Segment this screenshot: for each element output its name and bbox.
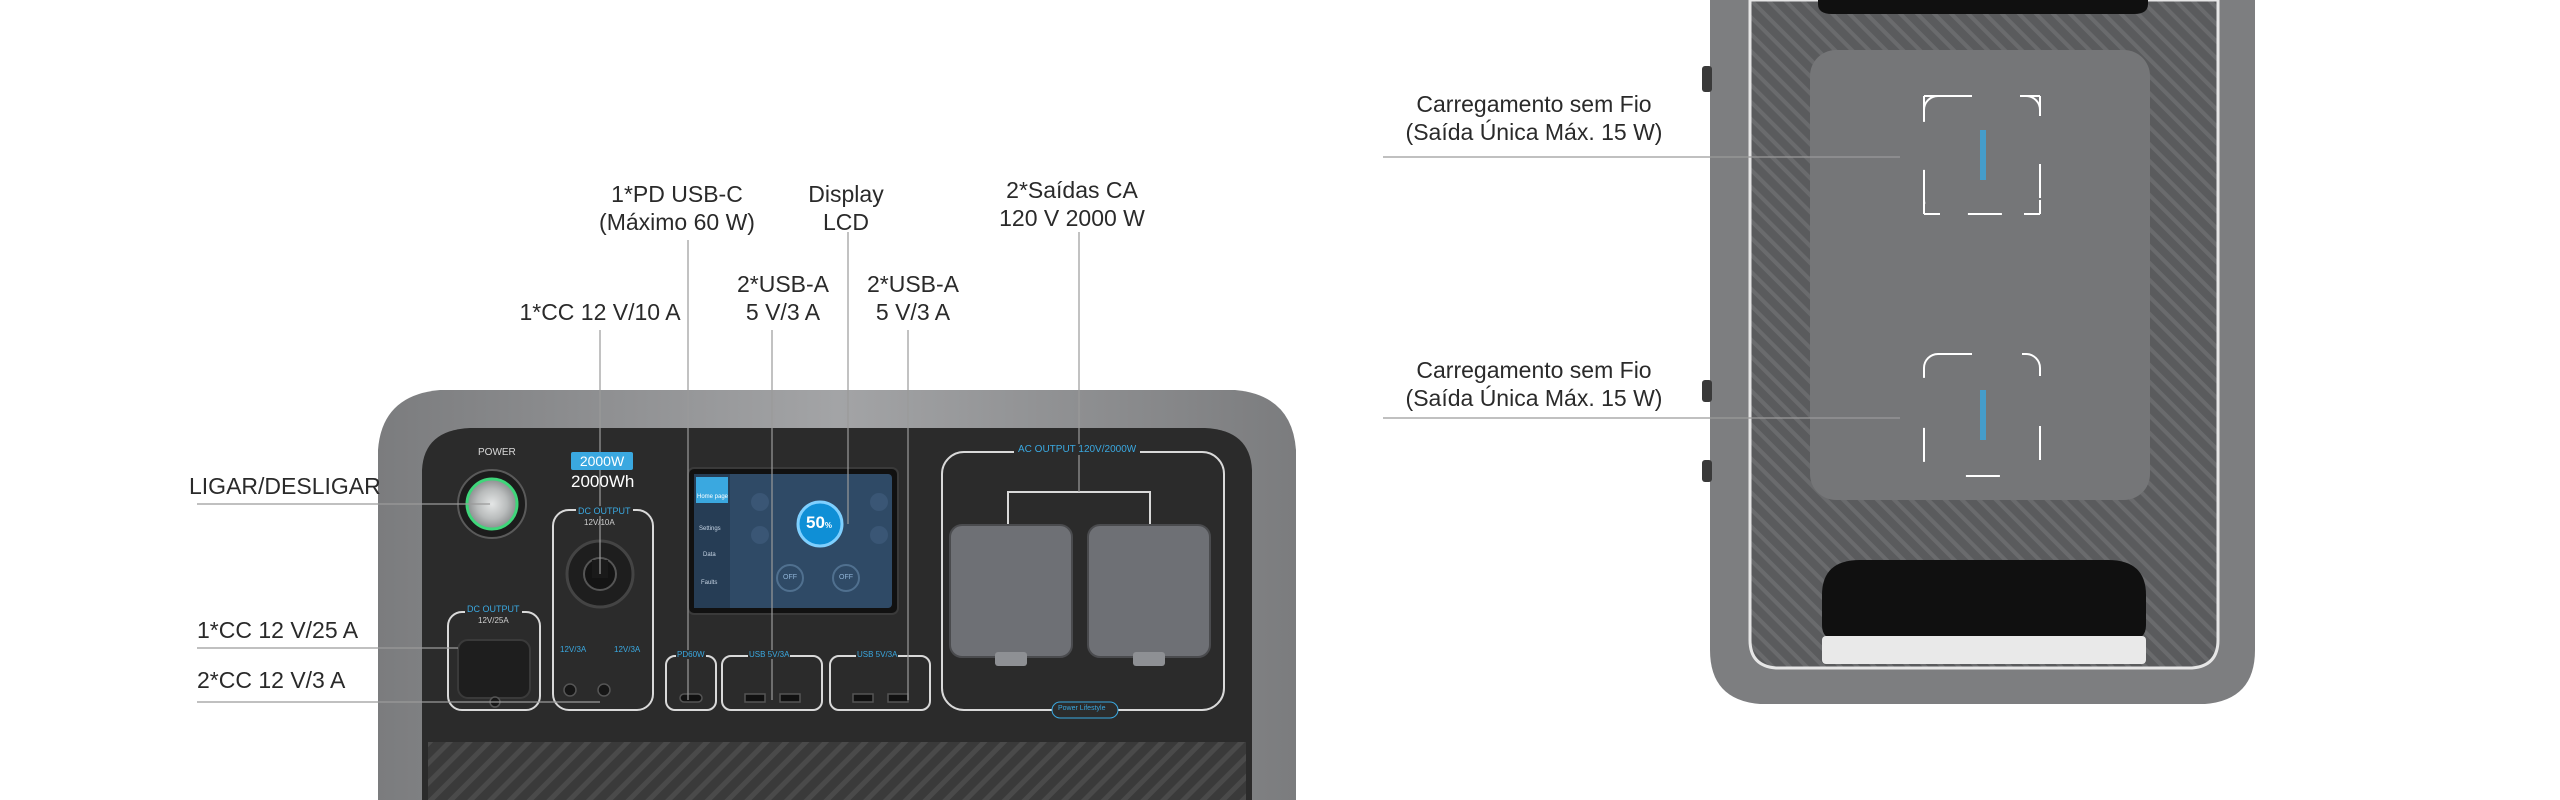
lcd-status-1: OFF: [783, 574, 797, 581]
dc-output-25a-rating: 12V/25A: [478, 616, 509, 625]
brand-badge: [1051, 701, 1119, 719]
lcd-battery-percent: 50%: [806, 513, 833, 532]
callout-power-button: LIGAR/DESLIGAR: [189, 473, 381, 499]
usbc-port-label: PD60W: [676, 650, 706, 659]
callout-dc-12v25a: 1*CC 12 V/25 A: [197, 617, 359, 643]
callout-usba-2: 2*USB-A 5 V/3 A: [866, 271, 960, 325]
ac-socket-1: [949, 524, 1073, 658]
lcd-screen: [694, 474, 892, 608]
anderson-port: [457, 639, 531, 699]
top-side-button-1: [1702, 66, 1712, 92]
usba-port-label-1: USB 5V/3A: [748, 650, 791, 659]
power-label: POWER: [478, 447, 516, 458]
top-handle-lower: [1822, 560, 2146, 640]
callout-usba-1: 2*USB-A 5 V/3 A: [736, 271, 830, 325]
lcd-menu-home: Home page: [697, 494, 729, 500]
dc-small-label-2: 12V/3A: [614, 645, 641, 654]
dc-output-label: DC OUTPUT: [576, 506, 633, 516]
top-side-button-3: [1702, 460, 1712, 482]
lcd-battery-ring: [796, 500, 844, 548]
lcd-menu-settings: Settings: [699, 526, 721, 532]
top-side-button-2: [1702, 380, 1712, 402]
dc-output-rating: 12V/10A: [584, 518, 615, 527]
ac-output-label: AC OUTPUT 120V/2000W: [1014, 444, 1141, 455]
usba-port-label-2: USB 5V/3A: [856, 650, 899, 659]
wireless-pad-area: [1810, 50, 2150, 500]
dc-small-label-1: 12V/3A: [560, 645, 587, 654]
callout-ac-outputs: 2*Saídas CA 120 V 2000 W: [999, 177, 1145, 231]
lcd-status-2: OFF: [839, 574, 853, 581]
brand-label: Power Lifestyle: [1058, 705, 1106, 712]
bottom-grill: [428, 742, 1246, 800]
dc-output-25a-label: DC OUTPUT: [465, 604, 522, 614]
callout-wireless-2: Carregamento sem Fio (Saída Única Máx. 1…: [1405, 357, 1663, 411]
callout-wireless-1: Carregamento sem Fio (Saída Única Máx. 1…: [1405, 91, 1663, 145]
rated-power-badge: 2000W: [571, 452, 633, 470]
ac-socket-2: [1087, 524, 1211, 658]
callout-dc-12v3a: 2*CC 12 V/3 A: [197, 667, 346, 693]
capacity-label: 2000Wh: [571, 472, 635, 491]
top-handle-upper: [1818, 0, 2148, 14]
callout-display: Display LCD: [808, 181, 884, 235]
callout-pd-usbc: 1*PD USB-C (Máximo 60 W): [599, 181, 755, 235]
callout-dc-12v10a: 1*CC 12 V/10 A: [519, 299, 681, 325]
lcd-menu-faults: Faults: [701, 580, 718, 586]
lcd-menu-data: Data: [703, 552, 716, 558]
lcd-home-tab: [696, 477, 728, 503]
